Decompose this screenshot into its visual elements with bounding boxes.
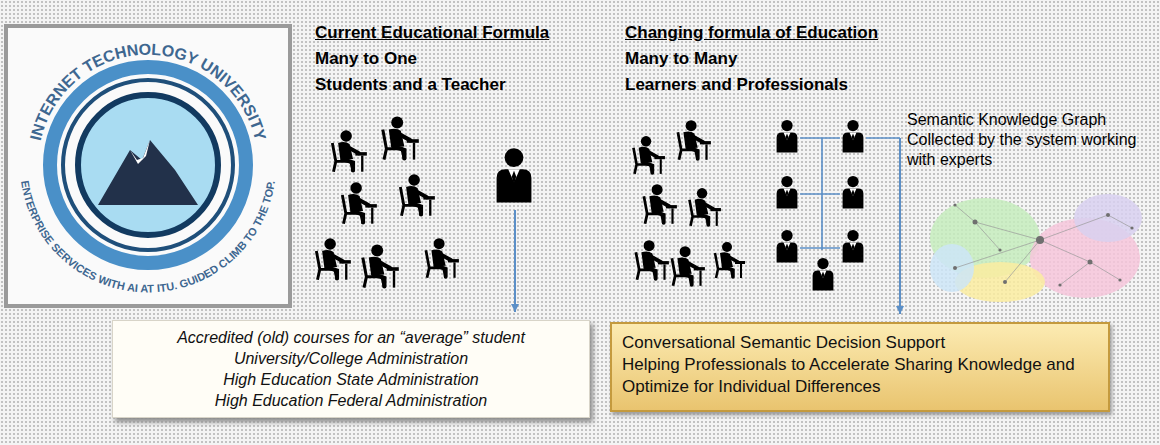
box-text: High Education Federal Administration: [215, 390, 487, 411]
svg-text:ENTERPRISE SERVICES WITH AI AT: ENTERPRISE SERVICES WITH AI AT ITU. GUID…: [19, 180, 277, 295]
flow-arrow: [899, 138, 901, 314]
knowledge-graph-image: [930, 194, 1142, 302]
box-text: Conversational Semantic Decision Support: [622, 332, 1098, 354]
teacher-icon: [497, 148, 532, 202]
learners-group: [633, 120, 745, 286]
flow-arrow: [514, 210, 516, 312]
heading-text: Changing formula of Education: [625, 22, 878, 43]
heading-text: Current Educational Formula: [315, 22, 549, 43]
logo-text: ENTERPRISE SERVICES WITH AI AT ITU. GUID…: [19, 180, 277, 295]
heading-text: Students and a Teacher: [315, 74, 506, 95]
students-group: [316, 116, 459, 287]
heading-text: Many to Many: [625, 48, 737, 69]
note-text: Semantic Knowledge Graph Collected by th…: [907, 110, 1152, 170]
svg-text:INTERNET TECHNOLOGY UNIVERSITY: INTERNET TECHNOLOGY UNIVERSITY: [27, 41, 269, 143]
box-text: University/College Administration: [234, 348, 468, 369]
box-text: Accredited (old) courses for an “average…: [177, 327, 525, 348]
courses-box: Accredited (old) courses for an “average…: [112, 320, 590, 418]
university-logo: INTERNET TECHNOLOGY UNIVERSITY ENTERPRIS…: [0, 0, 300, 320]
decision-support-box: Conversational Semantic Decision Support…: [610, 322, 1110, 412]
professionals-group: [777, 120, 864, 291]
logo-text: INTERNET TECHNOLOGY UNIVERSITY: [27, 41, 269, 143]
heading-text: Learners and Professionals: [625, 74, 848, 95]
box-text: High Education State Administration: [223, 369, 479, 390]
heading-text: Many to One: [315, 48, 417, 69]
box-text: Helping Professionals to Accelerate Shar…: [622, 354, 1098, 398]
